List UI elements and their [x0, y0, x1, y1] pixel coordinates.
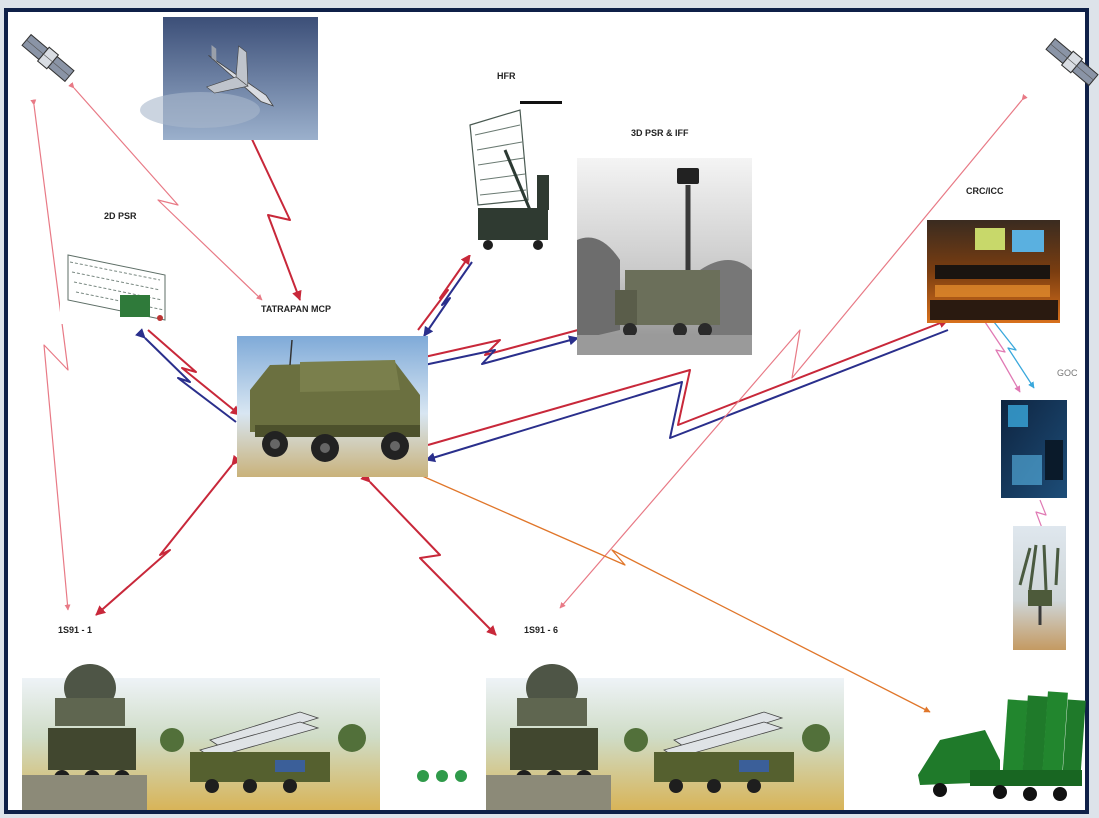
link-3dpsr-to-tatrapan-blue [409, 335, 579, 369]
kub-battery-photo [22, 664, 380, 810]
s300-launcher-photo [918, 691, 1086, 801]
kub-battery-photo [486, 664, 844, 810]
missile-launcher-photo [1013, 526, 1066, 650]
link-crc-to-goc-cyan [987, 315, 1035, 389]
height-finder-radar-photo [450, 95, 565, 255]
link-satellite-to-tatrapan [68, 81, 263, 301]
label-2d-psr: 2D PSR [104, 211, 137, 221]
operations-room-photo [1001, 400, 1067, 498]
satellite-icon [21, 33, 75, 83]
label-hfr: HFR [497, 71, 516, 81]
fighter-jet-photo [140, 17, 318, 140]
control-center-photo [927, 220, 1060, 323]
link-fighter-to-tatrapan [249, 134, 302, 301]
label-goc: GOC [1057, 368, 1078, 378]
armored-vehicle-photo [237, 336, 428, 477]
link-hfr-to-tatrapan-red [417, 254, 471, 331]
3d-radar-truck-photo [577, 158, 752, 355]
label-crc-icc: CRC/ICC [966, 186, 1004, 196]
link-tatrapan-to-1s91-6 [360, 472, 497, 636]
link-2dpsr-to-tatrapan-blue [135, 328, 237, 423]
link-tatrapan-to-s300 [419, 474, 931, 713]
link-goc-to-launcher [1035, 499, 1047, 529]
link-2dpsr-to-tatrapan-red [147, 329, 241, 416]
link-satellite-right-to-1s91-6 [559, 93, 1028, 609]
links [30, 81, 1047, 713]
ellipsis-dots-icon [417, 770, 467, 782]
label-1s91-1: 1S91 - 1 [58, 625, 93, 635]
label-tatrapan-mcp: TATRAPAN MCP [261, 304, 331, 314]
satellite-icon [1045, 37, 1099, 87]
label-3d-psr-iff: 3D PSR & IFF [631, 128, 689, 138]
2d-radar-antenna-photo [60, 242, 172, 324]
link-satellite-to-1s91-1 [30, 99, 71, 611]
link-3dpsr-to-tatrapan-red [410, 329, 579, 365]
link-hfr-to-tatrapan-blue [423, 261, 473, 337]
label-1s91-6: 1S91 - 6 [524, 625, 559, 635]
link-tatrapan-to-1s91-1 [95, 454, 242, 616]
